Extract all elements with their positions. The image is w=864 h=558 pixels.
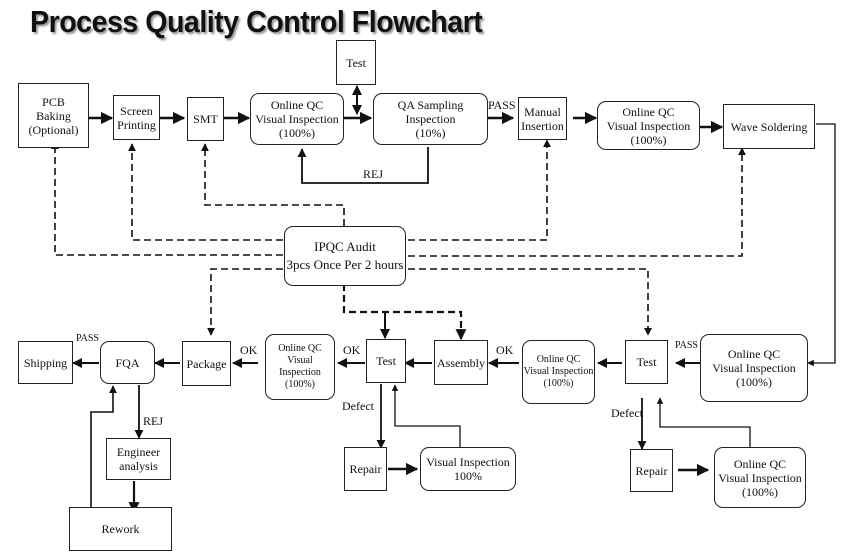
node-test-mid: Test	[366, 339, 406, 383]
label-ok-test-mid: OK	[343, 343, 361, 357]
node-rework: Rework	[69, 507, 172, 551]
label-defect-right: Defect	[611, 406, 643, 420]
node-online-qc-3: Online QC Visual Inspection (100%)	[522, 340, 595, 404]
dashed-audit-to-manual	[408, 139, 551, 241]
dashed-audit-to-package	[207, 268, 283, 336]
dashed-audit-to-wave	[408, 147, 746, 257]
node-visual-inspection-mid: Visual Inspection 100%	[420, 447, 516, 491]
dashed-audit-to-assembly	[342, 284, 467, 341]
dashed-audit-to-right-test	[408, 268, 652, 336]
arrow-wave-down	[807, 123, 836, 367]
node-test-top: Test	[336, 40, 376, 85]
node-repair-right: Repair	[630, 449, 673, 492]
node-pcb-baking: PCB Baking (Optional)	[18, 83, 89, 148]
arrow-rej-loop	[297, 147, 429, 184]
node-repair-mid: Repair	[344, 447, 387, 491]
label-rej-fqa: REJ	[143, 414, 164, 428]
arrow-rework-to-fqa	[90, 385, 117, 508]
node-online-qc-2: Online QC Visual Inspection (100%)	[597, 101, 700, 150]
node-test-right: Test	[625, 340, 668, 384]
node-shipping: Shipping	[18, 341, 73, 384]
arrow-qc6-to-right-test	[656, 397, 751, 447]
label-ok-package: OK	[240, 343, 258, 357]
dashed-audit-to-smt	[201, 143, 345, 226]
node-wave-soldering: Wave Soldering	[723, 104, 815, 149]
label-pass-right: PASS	[675, 340, 698, 351]
node-engineer-analysis: Engineer analysis	[106, 438, 171, 480]
node-qa-sampling: QA Sampling Inspection (10%)	[373, 93, 488, 145]
node-online-qc-6: Online QC Visual Inspection (100%)	[714, 447, 806, 508]
label-pass-shipping: PASS	[76, 333, 99, 344]
node-ipqc-audit: IPQC Audit 3pcs Once Per 2 hours	[284, 226, 406, 286]
arrow-visual-to-mid-test	[391, 384, 461, 447]
node-package: Package	[182, 341, 231, 386]
label-pass-top: PASS	[488, 98, 516, 112]
dashed-audit-to-screen	[128, 143, 283, 241]
node-online-qc-4: Online QC Visual Inspection (100%)	[700, 334, 808, 402]
node-online-qc-5: Online QC Visual Inspection (100%)	[265, 334, 335, 400]
node-smt: SMT	[187, 97, 224, 141]
dashed-audit-to-pcb	[51, 141, 283, 256]
node-assembly: Assembly	[434, 340, 488, 385]
node-screen-printing: Screen Printing	[113, 95, 160, 140]
node-online-qc-1: Online QC Visual Inspection (100%)	[250, 93, 344, 145]
page-title: Process Quality Control Flowchart	[30, 4, 483, 39]
node-manual-insertion: Manual Insertion	[518, 97, 567, 140]
label-rej-top: REJ	[363, 167, 384, 181]
label-defect-mid: Defect	[342, 399, 374, 413]
label-ok-assembly: OK	[496, 343, 514, 357]
node-fqa: FQA	[100, 341, 155, 384]
